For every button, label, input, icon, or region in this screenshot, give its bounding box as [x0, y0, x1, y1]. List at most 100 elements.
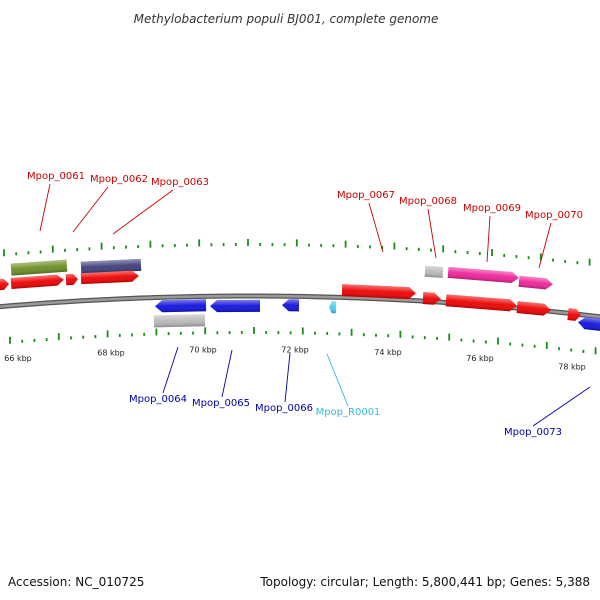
tick-upper	[332, 244, 335, 248]
feature-cds-fwd	[80, 270, 139, 285]
tick-lower	[521, 343, 524, 347]
tick-lower	[131, 333, 133, 337]
tick-lower	[411, 335, 414, 339]
feature-cds-fwd	[341, 284, 416, 300]
gene-label-mpop-0064[interactable]: Mpop_0064	[129, 394, 187, 405]
feature-cds-rev	[578, 317, 600, 332]
tick-lower	[484, 340, 487, 344]
tick-lower	[228, 331, 231, 335]
tick-upper	[417, 247, 420, 251]
tick-lower	[570, 348, 573, 352]
tick-upper	[3, 249, 5, 257]
tick-lower	[448, 333, 451, 341]
tick-upper	[271, 243, 274, 247]
tick-lower	[545, 342, 548, 349]
feature-cds-fwd	[445, 294, 517, 312]
tick-upper	[51, 245, 54, 253]
feature-cds-rev	[155, 299, 207, 313]
gene-label-mpop-0069[interactable]: Mpop_0069	[463, 203, 521, 214]
tick-upper	[125, 245, 127, 249]
tick-lower	[375, 333, 377, 337]
feature-cds-fwd-gloss	[80, 270, 139, 285]
tick-upper	[515, 255, 518, 259]
tick-lower	[558, 347, 560, 351]
feature-olive	[10, 259, 68, 276]
tick-upper	[344, 240, 347, 248]
gene-label-mpop-0067[interactable]: Mpop_0067	[337, 190, 395, 201]
tick-upper	[503, 254, 506, 257]
tick-upper	[15, 252, 18, 256]
gene-label-mpop-0073[interactable]: Mpop_0073	[504, 427, 562, 438]
tick-upper	[491, 249, 493, 256]
tick-upper	[259, 243, 262, 246]
map-title: Methylobacterium populi BJ001, complete …	[134, 12, 439, 26]
tick-lower	[399, 330, 402, 338]
tick-lower	[167, 332, 170, 336]
gene-label-mpop-0068[interactable]: Mpop_0068	[399, 196, 457, 207]
tick-upper	[173, 244, 176, 247]
tick-upper	[149, 240, 152, 248]
feature-cds-fwd-gloss	[445, 294, 517, 312]
feature-grey	[424, 265, 444, 278]
tick-lower	[350, 328, 353, 336]
tick-upper	[320, 243, 323, 247]
gene-label-mpop-0062[interactable]: Mpop_0062	[90, 174, 148, 185]
tick-upper	[564, 259, 567, 263]
scale-label: 78 kbp	[558, 363, 586, 372]
feature-cds-fwd-gloss	[0, 278, 9, 291]
feature-pink-gloss	[447, 266, 519, 283]
tick-lower	[70, 336, 72, 340]
gene-label-mpop-0065[interactable]: Mpop_0065	[192, 398, 250, 409]
tick-lower	[460, 338, 463, 342]
gene-label-mpop-0061[interactable]: Mpop_0061	[27, 171, 85, 182]
tick-upper	[588, 258, 591, 266]
tick-upper	[247, 239, 249, 246]
feature-pink	[518, 275, 553, 290]
tick-lower	[179, 331, 182, 335]
feature-grey-gloss	[153, 314, 206, 328]
tick-upper	[283, 243, 286, 247]
tick-lower	[118, 333, 121, 337]
leader-line	[486, 215, 491, 263]
feature-cds-fwd-gloss	[65, 273, 78, 286]
tick-upper	[405, 247, 408, 251]
gene-label-mpop-0070[interactable]: Mpop_0070	[525, 210, 583, 221]
feature-cds-rev-gloss	[282, 299, 300, 312]
tick-upper	[442, 245, 445, 253]
tick-lower	[509, 342, 512, 346]
tick-lower	[582, 349, 585, 353]
tick-lower	[265, 331, 268, 334]
feature-cds-fwd	[516, 301, 551, 316]
tick-lower	[594, 347, 597, 355]
feature-pink	[447, 266, 519, 283]
feature-cds-fwd	[65, 273, 78, 286]
feature-rna-gloss	[329, 301, 337, 314]
tick-lower	[94, 335, 97, 339]
feature-cds-fwd-gloss	[567, 308, 581, 321]
tick-lower	[21, 339, 24, 343]
gene-label-mpop-0063[interactable]: Mpop_0063	[151, 177, 209, 188]
leader-line	[538, 222, 552, 269]
leader-line	[427, 208, 437, 259]
tick-upper	[356, 245, 359, 248]
gene-label-mpop-r0001[interactable]: Mpop_R0001	[316, 407, 381, 418]
feature-cds-fwd	[0, 278, 9, 291]
tick-lower	[338, 332, 341, 336]
feature-cds-rev-gloss	[578, 317, 600, 332]
feature-cds-rev-gloss	[210, 299, 261, 313]
tick-upper	[39, 250, 42, 254]
tick-lower	[155, 328, 158, 336]
tick-upper	[466, 251, 469, 254]
tick-lower	[106, 330, 109, 338]
scale-label: 70 kbp	[189, 345, 217, 354]
feature-cds-fwd-gloss	[341, 284, 416, 300]
feature-cds-fwd-gloss	[10, 274, 64, 289]
gene-label-mpop-0066[interactable]: Mpop_0066	[255, 403, 313, 414]
genome-summary-text: Topology: circular; Length: 5,800,441 bp…	[259, 575, 590, 589]
tick-upper	[186, 243, 188, 247]
tick-upper	[222, 243, 225, 247]
tick-upper	[527, 256, 530, 260]
tick-marks	[3, 239, 597, 355]
